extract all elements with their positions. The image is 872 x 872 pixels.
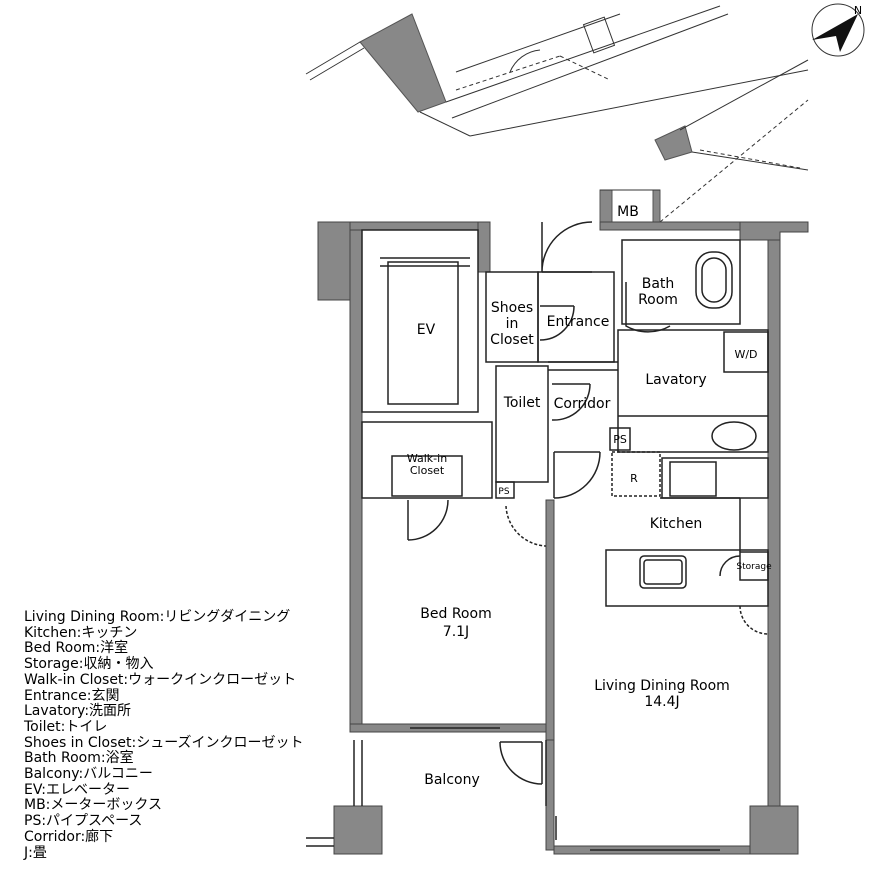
label-entrance: Entrance <box>547 314 610 330</box>
label-storage: Storage <box>736 562 772 572</box>
label-walk-in-2: Closet <box>410 464 445 477</box>
label-shoes-1: Shoes <box>491 300 533 316</box>
label-walk-in-1: Walk-in <box>407 452 447 465</box>
legend-item: Kitchen:キッチン <box>24 624 138 641</box>
label-balcony: Balcony <box>424 772 480 788</box>
legend-item: Bath Room:浴室 <box>24 750 134 767</box>
compass-label: N <box>854 4 862 17</box>
north-arrow-icon: N <box>811 3 865 57</box>
legend-item: Entrance:玄関 <box>24 687 120 704</box>
label-wd: W/D <box>734 348 757 361</box>
label-ev: EV <box>417 322 436 338</box>
exterior-lines <box>305 5 809 223</box>
label-ldr-1: Living Dining Room <box>594 678 730 694</box>
interior-walls <box>306 229 769 851</box>
label-bath-room-1: Bath <box>642 276 675 292</box>
label-mb: MB <box>617 204 639 220</box>
doors <box>407 221 769 785</box>
legend-item: Storage:収納・物入 <box>24 656 154 673</box>
legend-item: J:畳 <box>24 844 47 861</box>
label-r: R <box>630 472 638 485</box>
legend-item: Shoes in Closet:シューズインクローゼット <box>24 734 304 751</box>
legend-item: MB:メーターボックス <box>24 797 162 814</box>
label-ps-upper: PS <box>613 433 627 446</box>
legend-item: Balcony:バルコニー <box>24 766 153 783</box>
label-corridor: Corridor <box>554 396 611 412</box>
legend-item: Toilet:トイレ <box>24 718 108 735</box>
label-shoes-2: in <box>506 316 519 332</box>
legend-item: EV:エレベーター <box>24 781 130 798</box>
legend-item: Living Dining Room:リビングダイニング <box>24 609 291 625</box>
label-bed-room-1: Bed Room <box>420 606 491 622</box>
label-toilet: Toilet <box>503 395 541 411</box>
label-kitchen: Kitchen <box>650 516 703 532</box>
label-lavatory: Lavatory <box>645 372 706 388</box>
legend-item: Lavatory:洗面所 <box>24 703 132 720</box>
label-bath-room-2: Room <box>638 292 678 308</box>
label-ldr-2: 14.4J <box>644 694 679 710</box>
legend-item: PS:パイプスペース <box>24 813 143 830</box>
legend-item: Corridor:廊下 <box>24 828 114 845</box>
legend: Living Dining Room:リビングダイニング Kitchen:キッチ… <box>24 609 304 861</box>
room-labels: MB Bath Room Shoes in Closet Entrance EV… <box>407 204 772 788</box>
label-shoes-3: Closet <box>490 332 534 348</box>
exterior-structure <box>359 13 693 223</box>
legend-item: Walk-in Closet:ウォークインクローゼット <box>24 671 297 688</box>
label-ps-lower: PS <box>498 487 509 497</box>
label-bed-room-2: 7.1J <box>443 624 469 640</box>
legend-item: Bed Room:洋室 <box>24 640 129 657</box>
